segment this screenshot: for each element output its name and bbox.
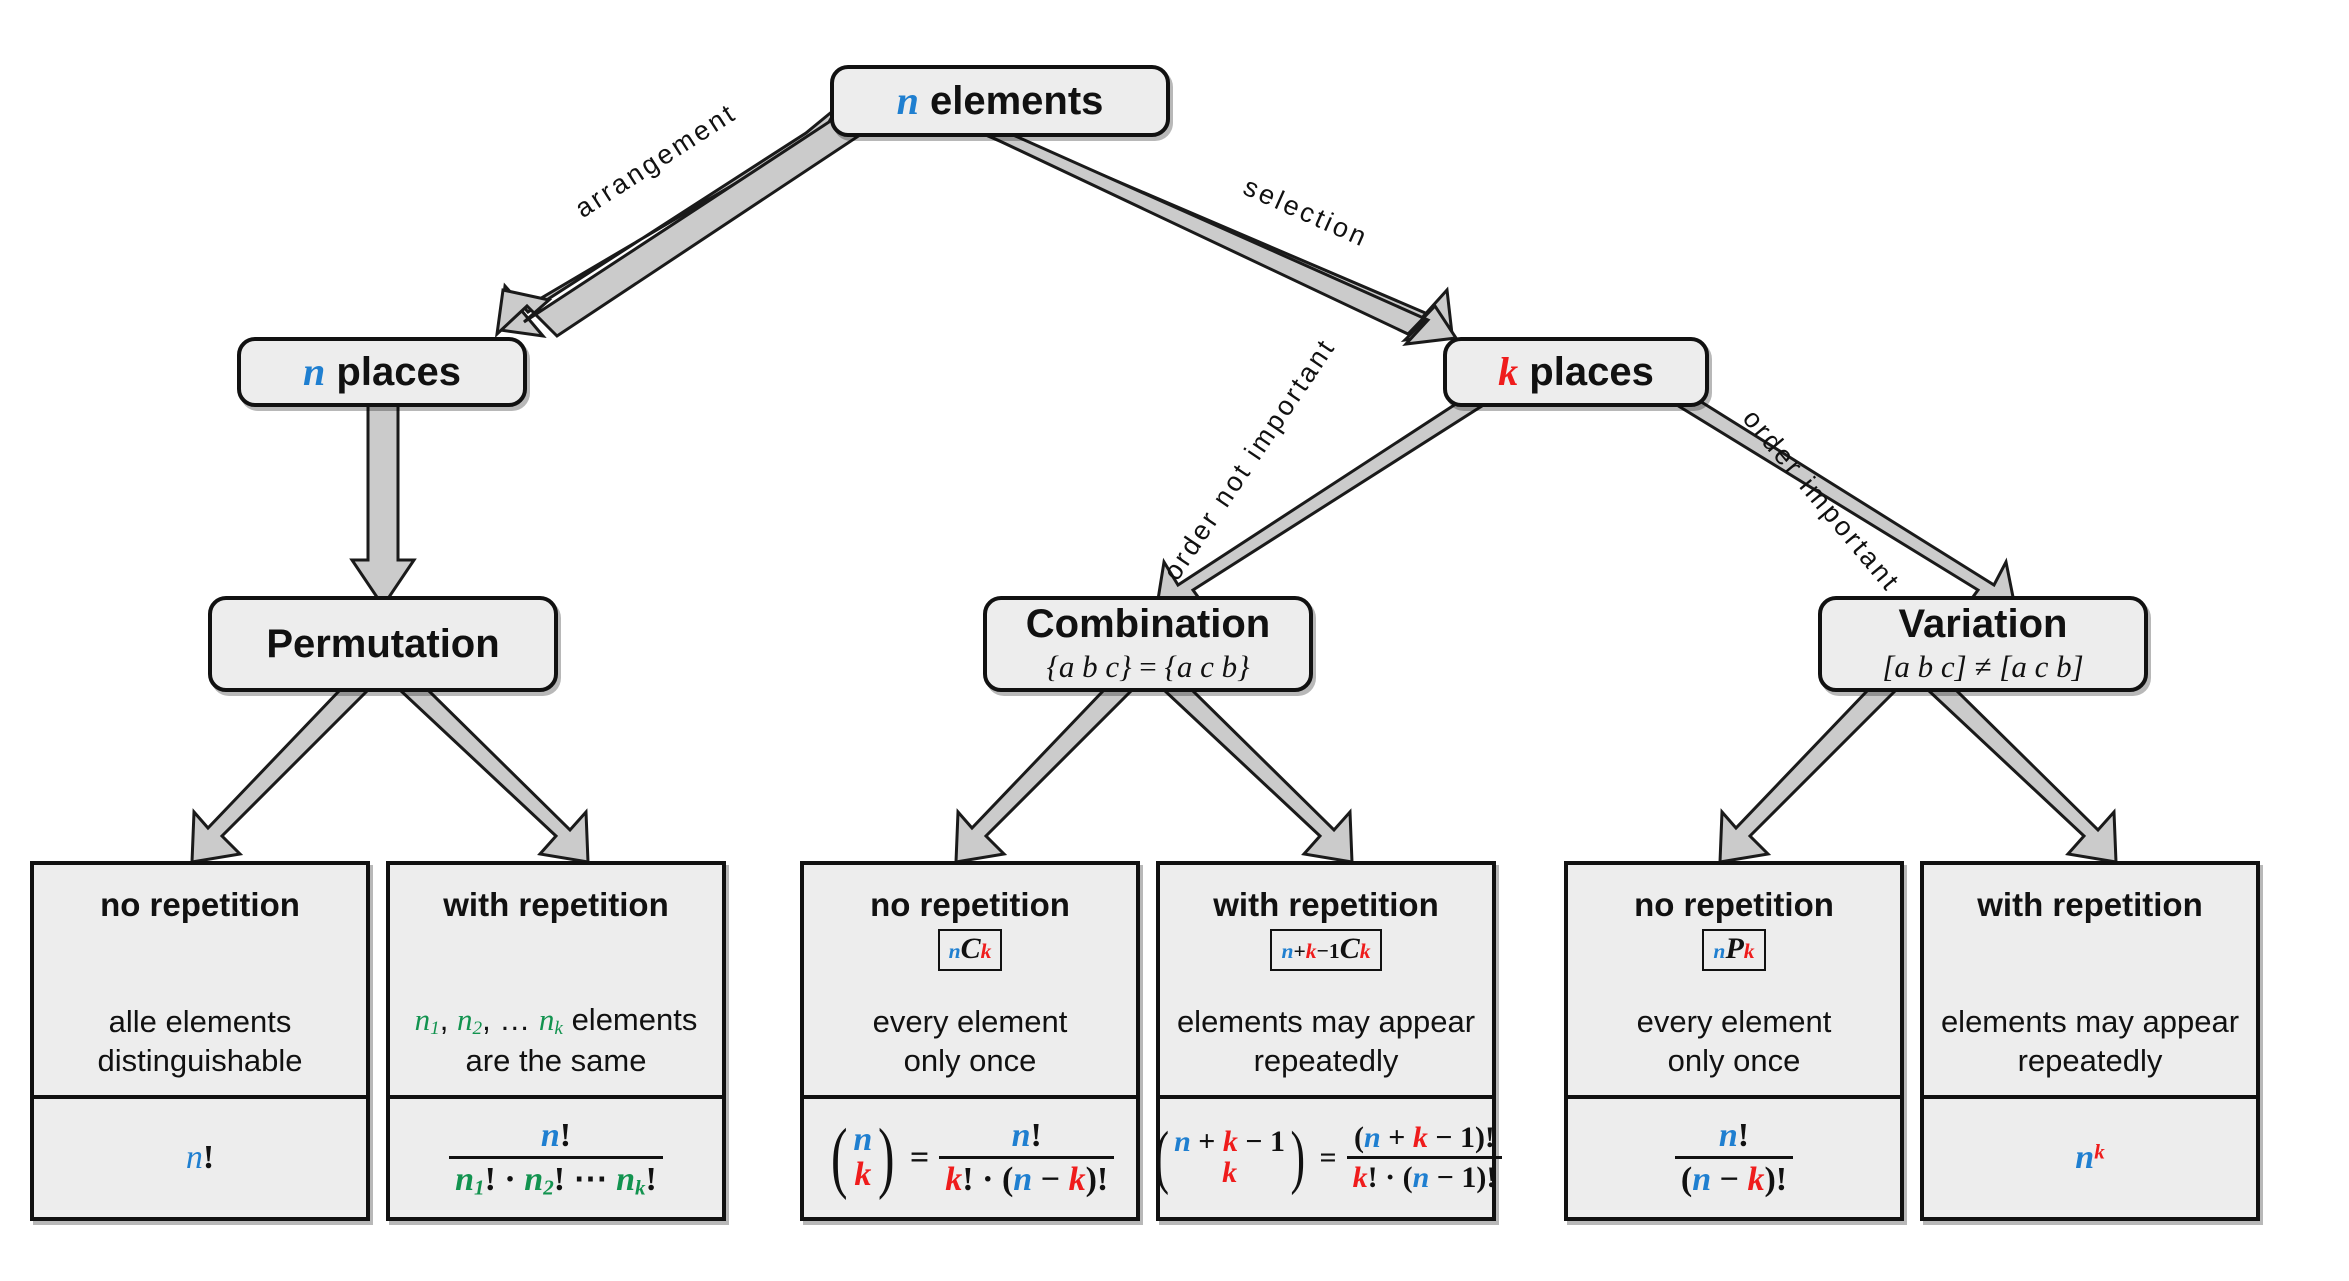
leaf-divider bbox=[1568, 1095, 1900, 1099]
desc-line-2: distinguishable bbox=[97, 1043, 303, 1079]
leaf-divider bbox=[34, 1095, 366, 1099]
arrow-combination-no-rep bbox=[954, 688, 1136, 864]
leaf-description: elements may appear repeatedly bbox=[1924, 1002, 2256, 1081]
desc-line-1: n1, n2, … nk elements bbox=[414, 1001, 698, 1039]
arrow-variation-no-rep bbox=[1718, 688, 1900, 864]
node-combination[interactable]: Combination {a b c} = {a c b} bbox=[983, 596, 1313, 692]
leaf-upper: no repetition nPk every element only onc… bbox=[1568, 865, 1900, 1095]
variation-seq-left: [a b c] bbox=[1882, 649, 1967, 685]
leaf-header: with repetition bbox=[1213, 886, 1439, 923]
leaf-symbol-nCk: nCk bbox=[937, 929, 1003, 971]
variable-n: n bbox=[303, 349, 326, 394]
node-variation-title: Variation bbox=[1898, 602, 2068, 647]
variation-operator: ≠ bbox=[1974, 649, 1992, 685]
desc-line-2: only once bbox=[1667, 1043, 1801, 1079]
leaf-description: elements may appear repeatedly bbox=[1160, 1002, 1492, 1081]
arrow-permutation-with-rep bbox=[396, 688, 590, 864]
combination-set-right: {a c b} bbox=[1164, 649, 1250, 685]
edge-label-arrangement: arrangement bbox=[569, 97, 742, 224]
leaf-variation-with-repetition[interactable]: with repetition elements may appear repe… bbox=[1920, 861, 2260, 1221]
leaf-permutation-no-repetition[interactable]: no repetition alle elements distinguisha… bbox=[30, 861, 370, 1221]
desc-line-1: alle elements bbox=[108, 1003, 292, 1039]
arrow-n-places-to-permutation bbox=[349, 381, 417, 609]
node-n-places[interactable]: n places bbox=[237, 337, 527, 407]
leaf-upper: with repetition n1, n2, … nk elements ar… bbox=[390, 865, 722, 1095]
desc-line-1: elements may appear bbox=[1940, 1003, 2240, 1039]
node-n-elements-label: n elements bbox=[896, 78, 1104, 123]
leaf-combination-no-repetition[interactable]: no repetition nCk every element only onc… bbox=[800, 861, 1140, 1221]
leaf-formula: n! (n − k)! bbox=[1568, 1099, 1900, 1217]
edge-label-order-important: order important bbox=[1736, 403, 1907, 598]
leaf-header: with repetition bbox=[1977, 886, 2203, 923]
node-permutation[interactable]: Permutation bbox=[208, 596, 558, 692]
arrow-selection-body bbox=[965, 100, 1459, 346]
node-k-places[interactable]: k places bbox=[1443, 337, 1709, 407]
desc-line-2: only once bbox=[903, 1043, 1037, 1079]
node-variation[interactable]: Variation [a b c] ≠ [a c b] bbox=[1818, 596, 2148, 692]
leaf-formula: n! bbox=[185, 1139, 215, 1176]
leaf-combination-with-repetition[interactable]: with repetition n+k−1Ck elements may app… bbox=[1154, 861, 1503, 1221]
node-n-places-label: n places bbox=[303, 349, 461, 394]
arrow-selection bbox=[971, 104, 1454, 343]
leaf-symbol-nPk: nPk bbox=[1702, 929, 1766, 971]
node-k-places-label: k places bbox=[1498, 349, 1654, 394]
desc-line-2: repeatedly bbox=[1253, 1043, 1399, 1079]
leaf-upper: no repetition alle elements distinguisha… bbox=[34, 865, 366, 1095]
leaf-formula: n! n1! · n2! ⋯ nk! bbox=[390, 1099, 722, 1217]
desc-line-1: elements may appear bbox=[1176, 1003, 1476, 1039]
leaf-permutation-with-repetition[interactable]: with repetition n1, n2, … nk elements ar… bbox=[386, 861, 726, 1221]
leaf-header: no repetition bbox=[1634, 886, 1834, 923]
arrow-combination-with-rep bbox=[1160, 688, 1354, 864]
desc-line-1: every element bbox=[1636, 1003, 1832, 1039]
combination-set-left: {a b c} bbox=[1046, 649, 1132, 685]
arrow-variation-with-rep bbox=[1924, 688, 2118, 864]
node-variation-subtitle: [a b c] ≠ [a c b] bbox=[1882, 649, 2083, 685]
node-combination-subtitle: {a b c} = {a c b} bbox=[1046, 649, 1249, 685]
node-combination-title: Combination bbox=[1025, 602, 1271, 647]
leaf-description: alle elements distinguishable bbox=[34, 1002, 366, 1081]
edge-label-selection: selection bbox=[1239, 171, 1374, 254]
leaf-symbol-nk1Ck: n+k−1Ck bbox=[1270, 929, 1382, 971]
node-permutation-title: Permutation bbox=[266, 622, 500, 666]
combination-operator: = bbox=[1139, 649, 1157, 685]
leaf-formula: ( n + k − 1 k ) = (n + k − 1)! k! · (n −… bbox=[1154, 1099, 1503, 1217]
leaf-upper: with repetition n+k−1Ck elements may app… bbox=[1160, 865, 1492, 1095]
node-n-places-text: places bbox=[336, 350, 461, 394]
desc-line-2: are the same bbox=[465, 1043, 647, 1079]
leaf-description: every element only once bbox=[1568, 1002, 1900, 1081]
variation-seq-right: [a c b] bbox=[1999, 649, 2084, 685]
variable-k: k bbox=[1498, 349, 1519, 394]
leaf-variation-no-repetition[interactable]: no repetition nPk every element only onc… bbox=[1564, 861, 1904, 1221]
leaf-description: n1, n2, … nk elements are the same bbox=[390, 1000, 722, 1081]
leaf-header: with repetition bbox=[443, 886, 669, 923]
leaf-divider bbox=[390, 1095, 722, 1099]
leaf-upper: with repetition elements may appear repe… bbox=[1924, 865, 2256, 1095]
desc-line-2: repeatedly bbox=[2017, 1043, 2163, 1079]
edge-label-order-not-important: order not important bbox=[1157, 332, 1342, 586]
leaf-divider bbox=[1160, 1095, 1492, 1099]
leaf-description: every element only once bbox=[804, 1002, 1136, 1081]
leaf-divider bbox=[1924, 1095, 2256, 1099]
leaf-formula: nk bbox=[2075, 1139, 2105, 1176]
variable-n: n bbox=[896, 78, 919, 123]
arrow-permutation-no-rep bbox=[190, 688, 372, 864]
node-k-places-text: places bbox=[1529, 350, 1654, 394]
node-n-elements[interactable]: n elements bbox=[830, 65, 1170, 137]
node-n-elements-text: elements bbox=[929, 79, 1104, 123]
desc-line-1: every element bbox=[872, 1003, 1068, 1039]
leaf-upper: no repetition nCk every element only onc… bbox=[804, 865, 1136, 1095]
leaf-header: no repetition bbox=[870, 886, 1070, 923]
leaf-divider bbox=[804, 1095, 1136, 1099]
leaf-header: no repetition bbox=[100, 886, 300, 923]
